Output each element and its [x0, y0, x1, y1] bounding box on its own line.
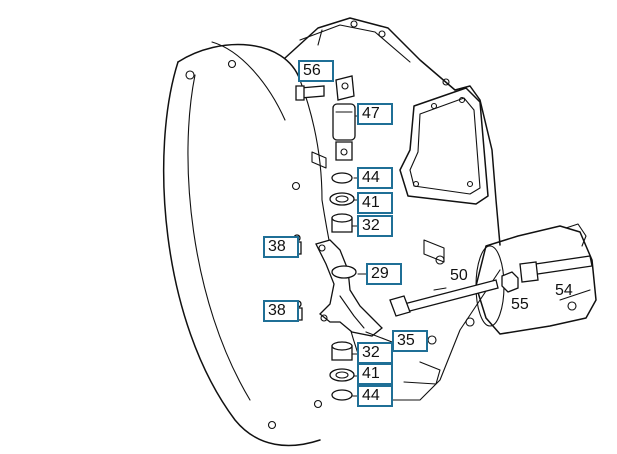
bell-housing	[162, 41, 327, 447]
callout-41-lower: 41	[357, 363, 393, 385]
hose-fitting	[519, 255, 593, 283]
label-54: 54	[555, 282, 573, 299]
ring-upper	[329, 192, 355, 206]
callout-47: 47	[357, 103, 393, 125]
callout-38-lower: 38	[263, 300, 299, 322]
nut	[501, 271, 519, 293]
washer-lower	[331, 389, 353, 401]
callout-44-upper: 44	[357, 167, 393, 189]
ring-lower	[329, 368, 355, 382]
label-50: 50	[450, 267, 468, 284]
callout-44-lower: 44	[357, 385, 393, 407]
callout-29: 29	[366, 263, 402, 285]
callout-56: 56	[298, 60, 334, 82]
callout-32-upper: 32	[357, 215, 393, 237]
bushing-lower	[331, 341, 353, 361]
bolt	[295, 85, 325, 101]
release-lever	[315, 239, 383, 337]
push-rod	[389, 279, 499, 317]
damper	[332, 75, 356, 161]
bushing-upper	[331, 213, 353, 233]
callout-38-upper: 38	[263, 236, 299, 258]
washer-upper	[331, 172, 353, 184]
callout-41-upper: 41	[357, 192, 393, 214]
label-55: 55	[511, 296, 529, 313]
callout-32-lower: 32	[357, 342, 393, 364]
callout-35: 35	[392, 330, 428, 352]
